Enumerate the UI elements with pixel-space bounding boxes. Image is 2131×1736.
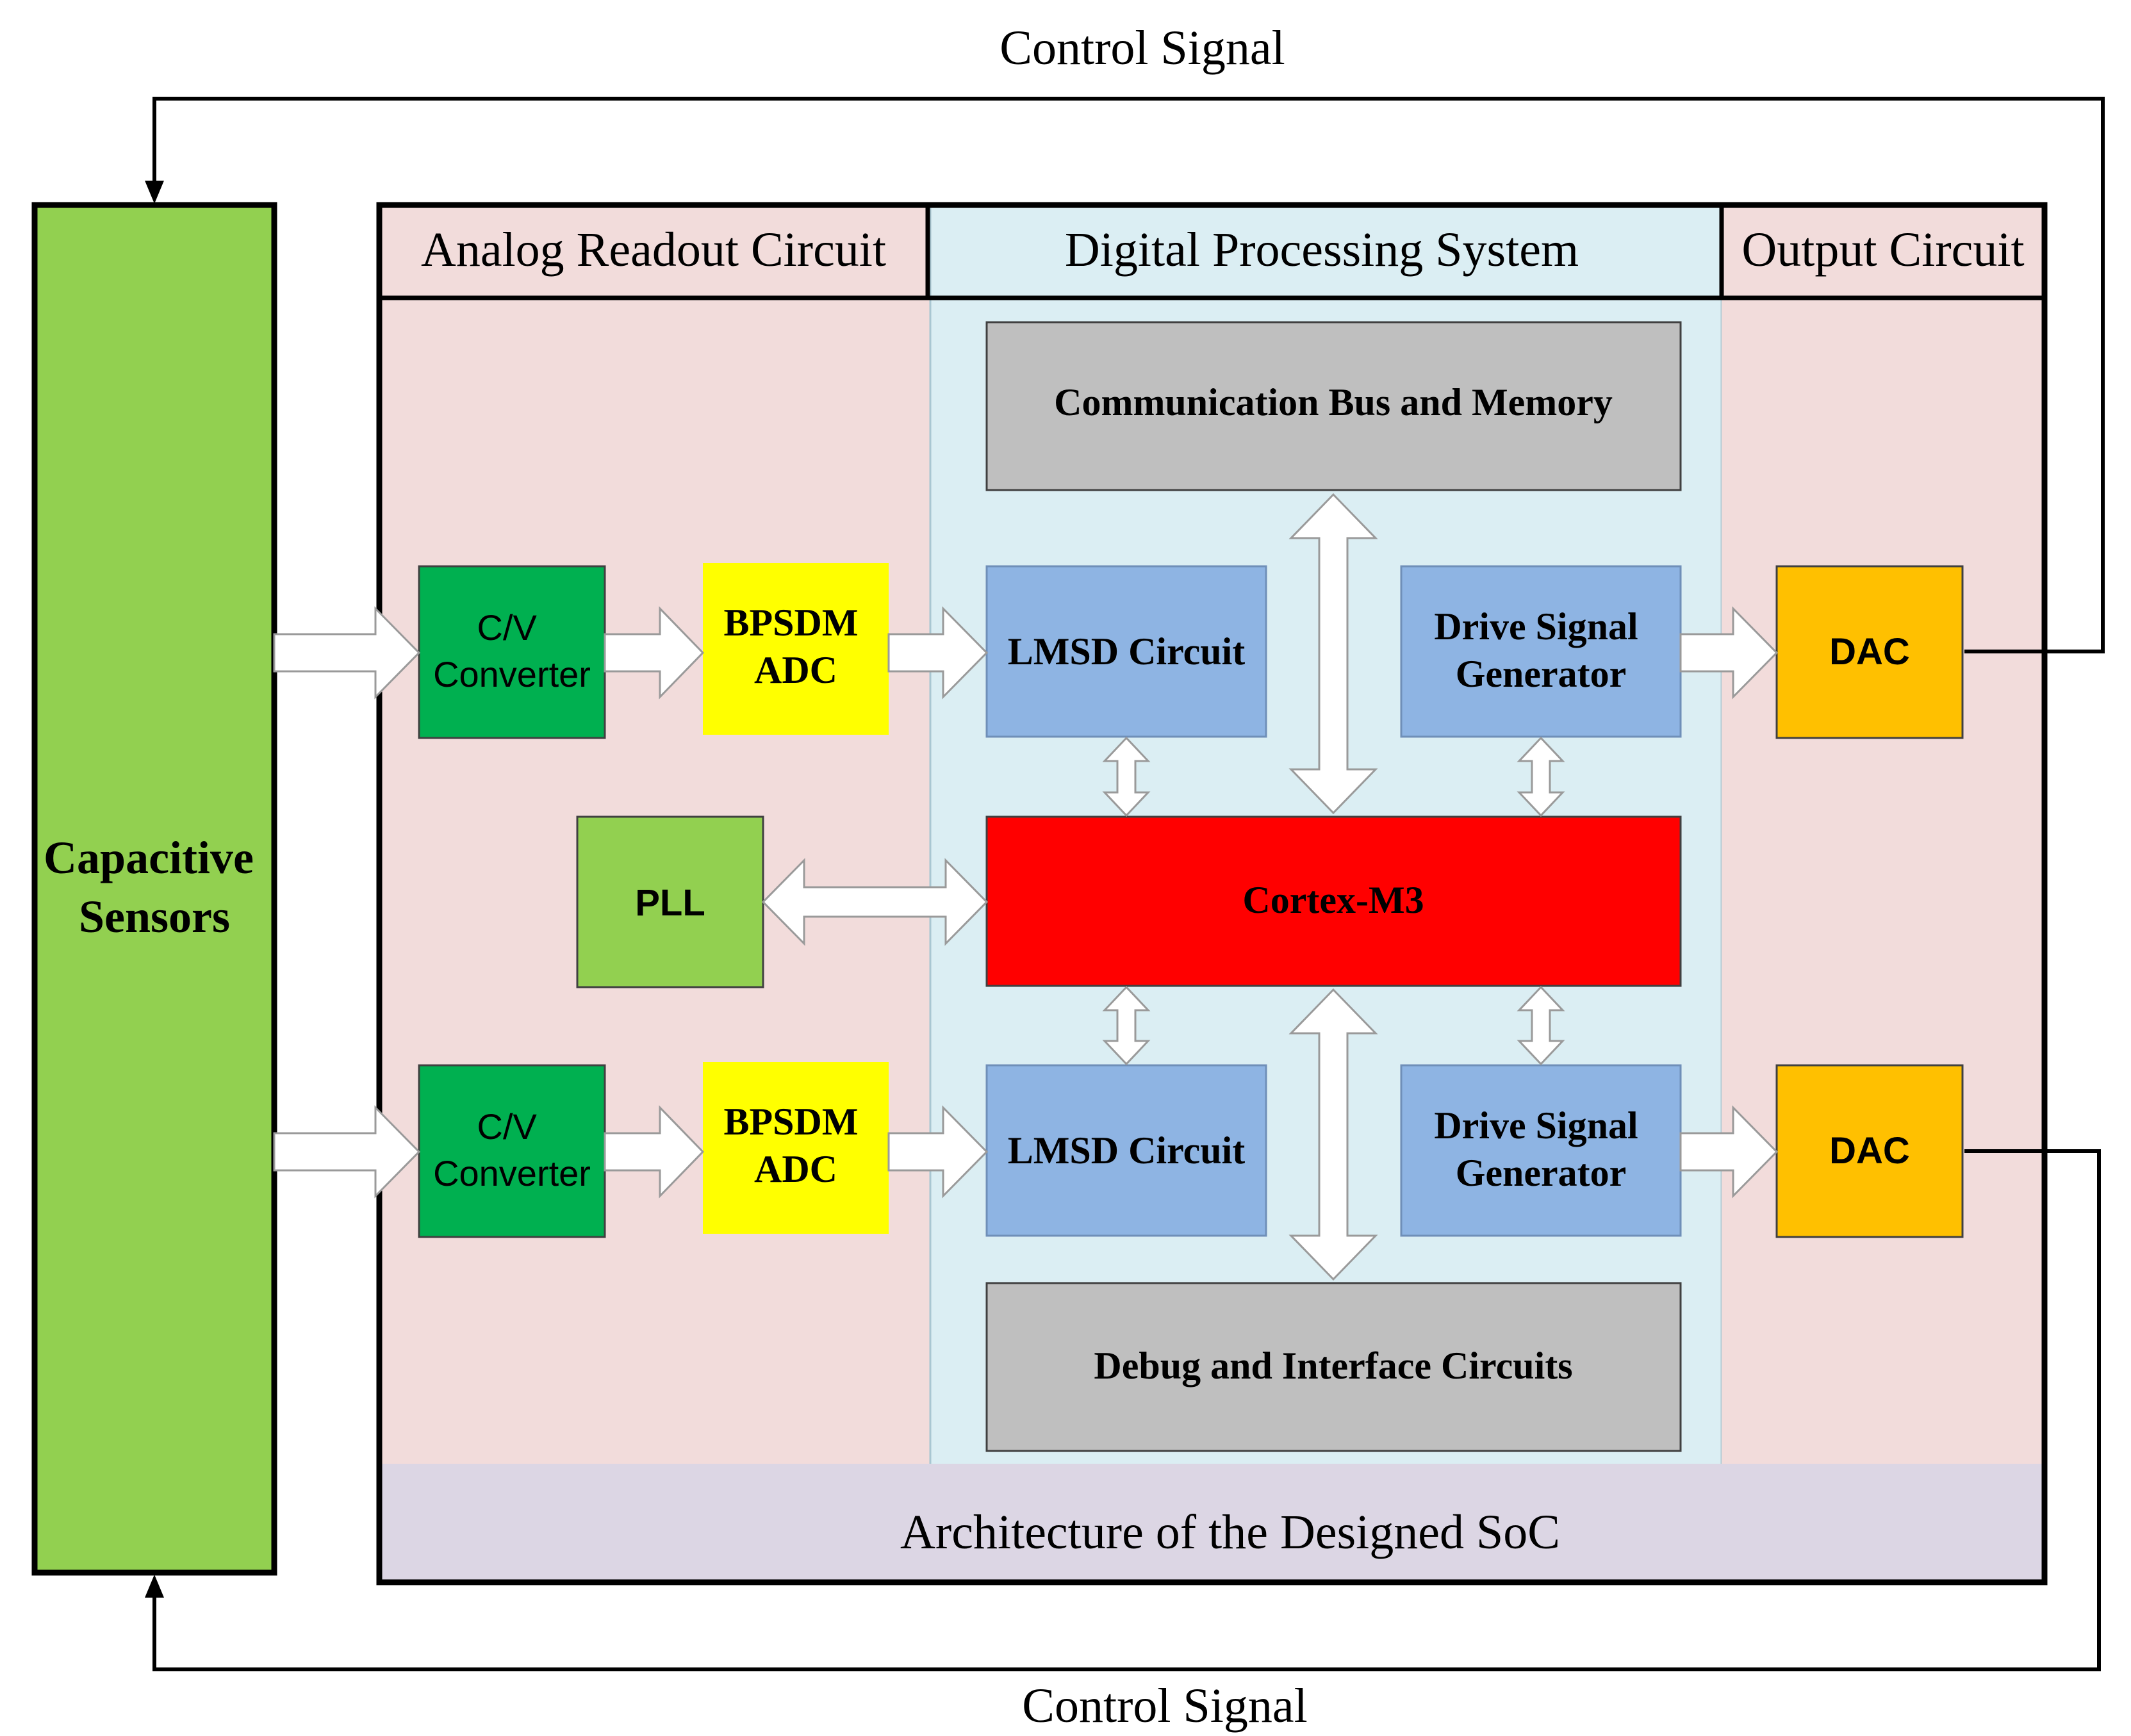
cortex-m3-block bbox=[985, 815, 1682, 987]
cv-converter-lower-line1: C/V bbox=[477, 1106, 538, 1147]
arrow-adc-to-lmsd-upper bbox=[887, 606, 989, 700]
lmsd-circuit-lower-label: LMSD Circuit bbox=[1008, 1129, 1246, 1172]
dac-lower-block bbox=[1775, 1064, 1964, 1238]
lmsd-circuit-upper-block bbox=[985, 565, 1267, 738]
arrow-pll-cortex bbox=[761, 858, 989, 946]
drive-signal-lower-line1: Drive Signal bbox=[1434, 1104, 1638, 1147]
capacitive-sensors-block bbox=[31, 202, 277, 1576]
debug-interface-block bbox=[985, 1282, 1682, 1452]
dac-upper-block bbox=[1775, 565, 1964, 739]
bpsdm-adc-upper-label: BPSDM ADC bbox=[724, 602, 868, 691]
capacitive-sensors-line1: Capacitive bbox=[44, 832, 254, 883]
arrow-cortex-debug bbox=[1288, 988, 1378, 1281]
cv-converter-upper-label: C/V Converter bbox=[433, 607, 591, 694]
control-signal-bottom-line bbox=[152, 1149, 2101, 1671]
arrow-cortex-comm-bus bbox=[1288, 493, 1378, 815]
control-signal-top-arrowhead bbox=[145, 181, 164, 204]
arrow-sensor-to-cv-upper bbox=[273, 606, 421, 700]
bpsdm-adc-lower-line1: BPSDM bbox=[724, 1101, 859, 1143]
debug-interface-label: Debug and Interface Circuits bbox=[1094, 1345, 1572, 1387]
pll-block bbox=[576, 815, 764, 988]
cortex-m3-label: Cortex-M3 bbox=[1242, 879, 1424, 921]
drive-signal-lower-block bbox=[1400, 1064, 1682, 1237]
communication-bus-memory-label: Communication Bus and Memory bbox=[1054, 381, 1613, 423]
section-header-digital: Digital Processing System bbox=[1065, 223, 1579, 277]
bpsdm-adc-lower-line2: ADC bbox=[754, 1148, 837, 1190]
communication-bus-memory-block bbox=[985, 321, 1682, 491]
arrow-lmsd-cortex-lower bbox=[1102, 985, 1151, 1066]
capacitive-sensors-line2: Sensors bbox=[79, 891, 230, 942]
arrow-lmsd-cortex-upper bbox=[1102, 736, 1151, 817]
drive-signal-lower-label: Drive Signal Generator bbox=[1434, 1104, 1647, 1194]
drive-signal-upper-label: Drive Signal Generator bbox=[1434, 605, 1647, 695]
cv-converter-upper-line1: C/V bbox=[477, 607, 538, 648]
footer-label: Architecture of the Designed SoC bbox=[900, 1505, 1560, 1559]
lmsd-circuit-lower-block bbox=[985, 1064, 1267, 1237]
drive-signal-upper-line2: Generator bbox=[1456, 653, 1627, 695]
bpsdm-adc-upper-line2: ADC bbox=[754, 649, 837, 691]
section-header-analog: Analog Readout Circuit bbox=[421, 223, 886, 277]
dac-lower-label: DAC bbox=[1829, 1130, 1910, 1172]
bpsdm-adc-upper-line1: BPSDM bbox=[724, 602, 859, 644]
cv-converter-lower-block bbox=[418, 1064, 606, 1238]
bpsdm-adc-lower-label: BPSDM ADC bbox=[724, 1101, 868, 1190]
footer-bg bbox=[379, 1464, 2045, 1582]
control-signal-bottom-arrowhead bbox=[145, 1575, 164, 1598]
lmsd-circuit-upper-label: LMSD Circuit bbox=[1008, 630, 1246, 673]
arrow-sensor-to-cv-lower bbox=[273, 1105, 421, 1199]
output-section-bg bbox=[1722, 205, 2045, 1582]
arrow-adc-to-lmsd-lower bbox=[887, 1105, 989, 1199]
control-signal-top-label: Control Signal bbox=[1000, 21, 1285, 75]
dac-upper-label: DAC bbox=[1829, 631, 1910, 673]
drive-signal-lower-line2: Generator bbox=[1456, 1152, 1627, 1194]
soc-border bbox=[376, 202, 2048, 1585]
arrow-cv-to-adc-upper bbox=[604, 606, 705, 700]
control-signal-bottom-label: Control Signal bbox=[1022, 1679, 1307, 1733]
cv-converter-lower-label: C/V Converter bbox=[433, 1106, 591, 1193]
arrow-drive-cortex-lower bbox=[1517, 985, 1565, 1066]
cv-converter-upper-block bbox=[418, 565, 606, 739]
arrow-cv-to-adc-lower bbox=[604, 1105, 705, 1199]
section-header-output: Output Circuit bbox=[1741, 223, 2024, 277]
capacitive-sensors-label: Capacitive Sensors bbox=[44, 832, 265, 942]
cv-converter-lower-line2: Converter bbox=[433, 1153, 591, 1193]
cv-converter-upper-line2: Converter bbox=[433, 654, 591, 694]
drive-signal-upper-line1: Drive Signal bbox=[1434, 605, 1638, 648]
drive-signal-upper-block bbox=[1400, 565, 1682, 738]
bpsdm-adc-upper-block bbox=[703, 563, 889, 735]
bpsdm-adc-lower-block bbox=[703, 1062, 889, 1234]
arrow-drive-to-dac-lower bbox=[1679, 1105, 1779, 1199]
arrow-drive-cortex-upper bbox=[1517, 736, 1565, 817]
arrow-drive-to-dac-upper bbox=[1679, 606, 1779, 700]
control-signal-top-line bbox=[152, 97, 2105, 653]
pll-label: PLL bbox=[635, 882, 705, 924]
